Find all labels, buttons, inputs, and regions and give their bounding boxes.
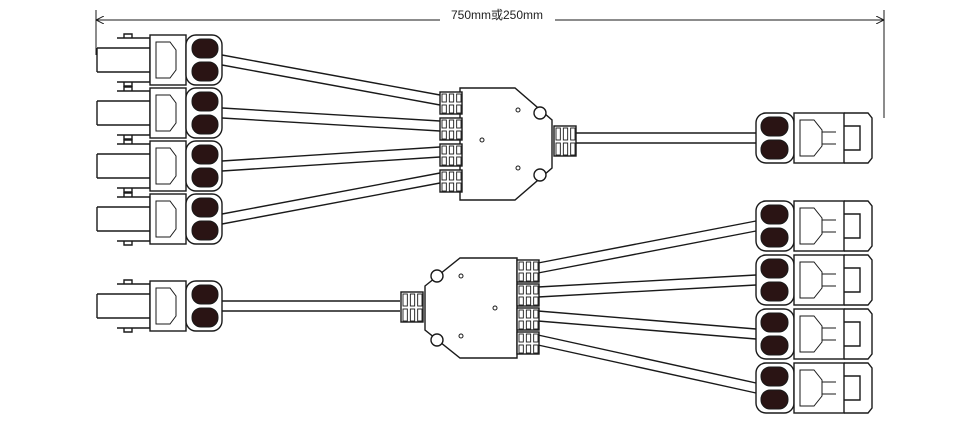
cable-top-output <box>576 132 756 144</box>
hub-top-input-port-4 <box>439 169 463 193</box>
hub-top-input-port-1 <box>439 91 463 115</box>
female-socket-bottom-2 <box>755 254 873 306</box>
cable-top-input-4 <box>221 172 441 225</box>
male-plug-top-1 <box>96 33 223 87</box>
cable-bottom-output-2 <box>537 274 757 298</box>
splitter-hub-top <box>439 87 577 201</box>
dimension-label: 750mm或250mm <box>451 8 543 22</box>
hub-bottom-input-port <box>400 291 424 323</box>
hub-top-input-port-3 <box>439 143 463 167</box>
cable-bottom-output-4 <box>537 334 757 394</box>
female-socket-bottom-4 <box>755 362 873 414</box>
female-socket-bottom-3 <box>755 308 873 360</box>
male-plug-top-4 <box>96 192 223 246</box>
hub-top-output-port <box>553 125 577 157</box>
hub-bottom-output-port-1 <box>516 259 540 283</box>
cable-bottom-output-3 <box>537 310 757 340</box>
cable-top-input-2 <box>221 107 441 132</box>
splitter-hubs <box>400 87 577 359</box>
female-socket-bottom-1 <box>755 200 873 252</box>
cables <box>221 54 757 394</box>
hub-bottom-output-port-4 <box>516 331 540 355</box>
male-plug-top-3 <box>96 139 223 193</box>
cable-bottom-input <box>222 300 400 312</box>
cable-bottom-output-1 <box>537 220 757 274</box>
splitter-hub-bottom <box>400 257 540 359</box>
hub-bottom-output-port-2 <box>516 283 540 307</box>
connectors <box>96 33 873 414</box>
dimension-group: 750mm或250mm <box>95 8 885 118</box>
hub-bottom-output-port-3 <box>516 307 540 331</box>
hub-top-input-port-2 <box>439 117 463 141</box>
female-socket-top <box>755 112 873 164</box>
male-plug-top-2 <box>96 86 223 140</box>
cable-top-input-1 <box>221 54 441 106</box>
dimension-label-bg <box>440 10 555 24</box>
cable-top-input-3 <box>221 146 441 172</box>
male-plug-bottom <box>96 279 223 333</box>
